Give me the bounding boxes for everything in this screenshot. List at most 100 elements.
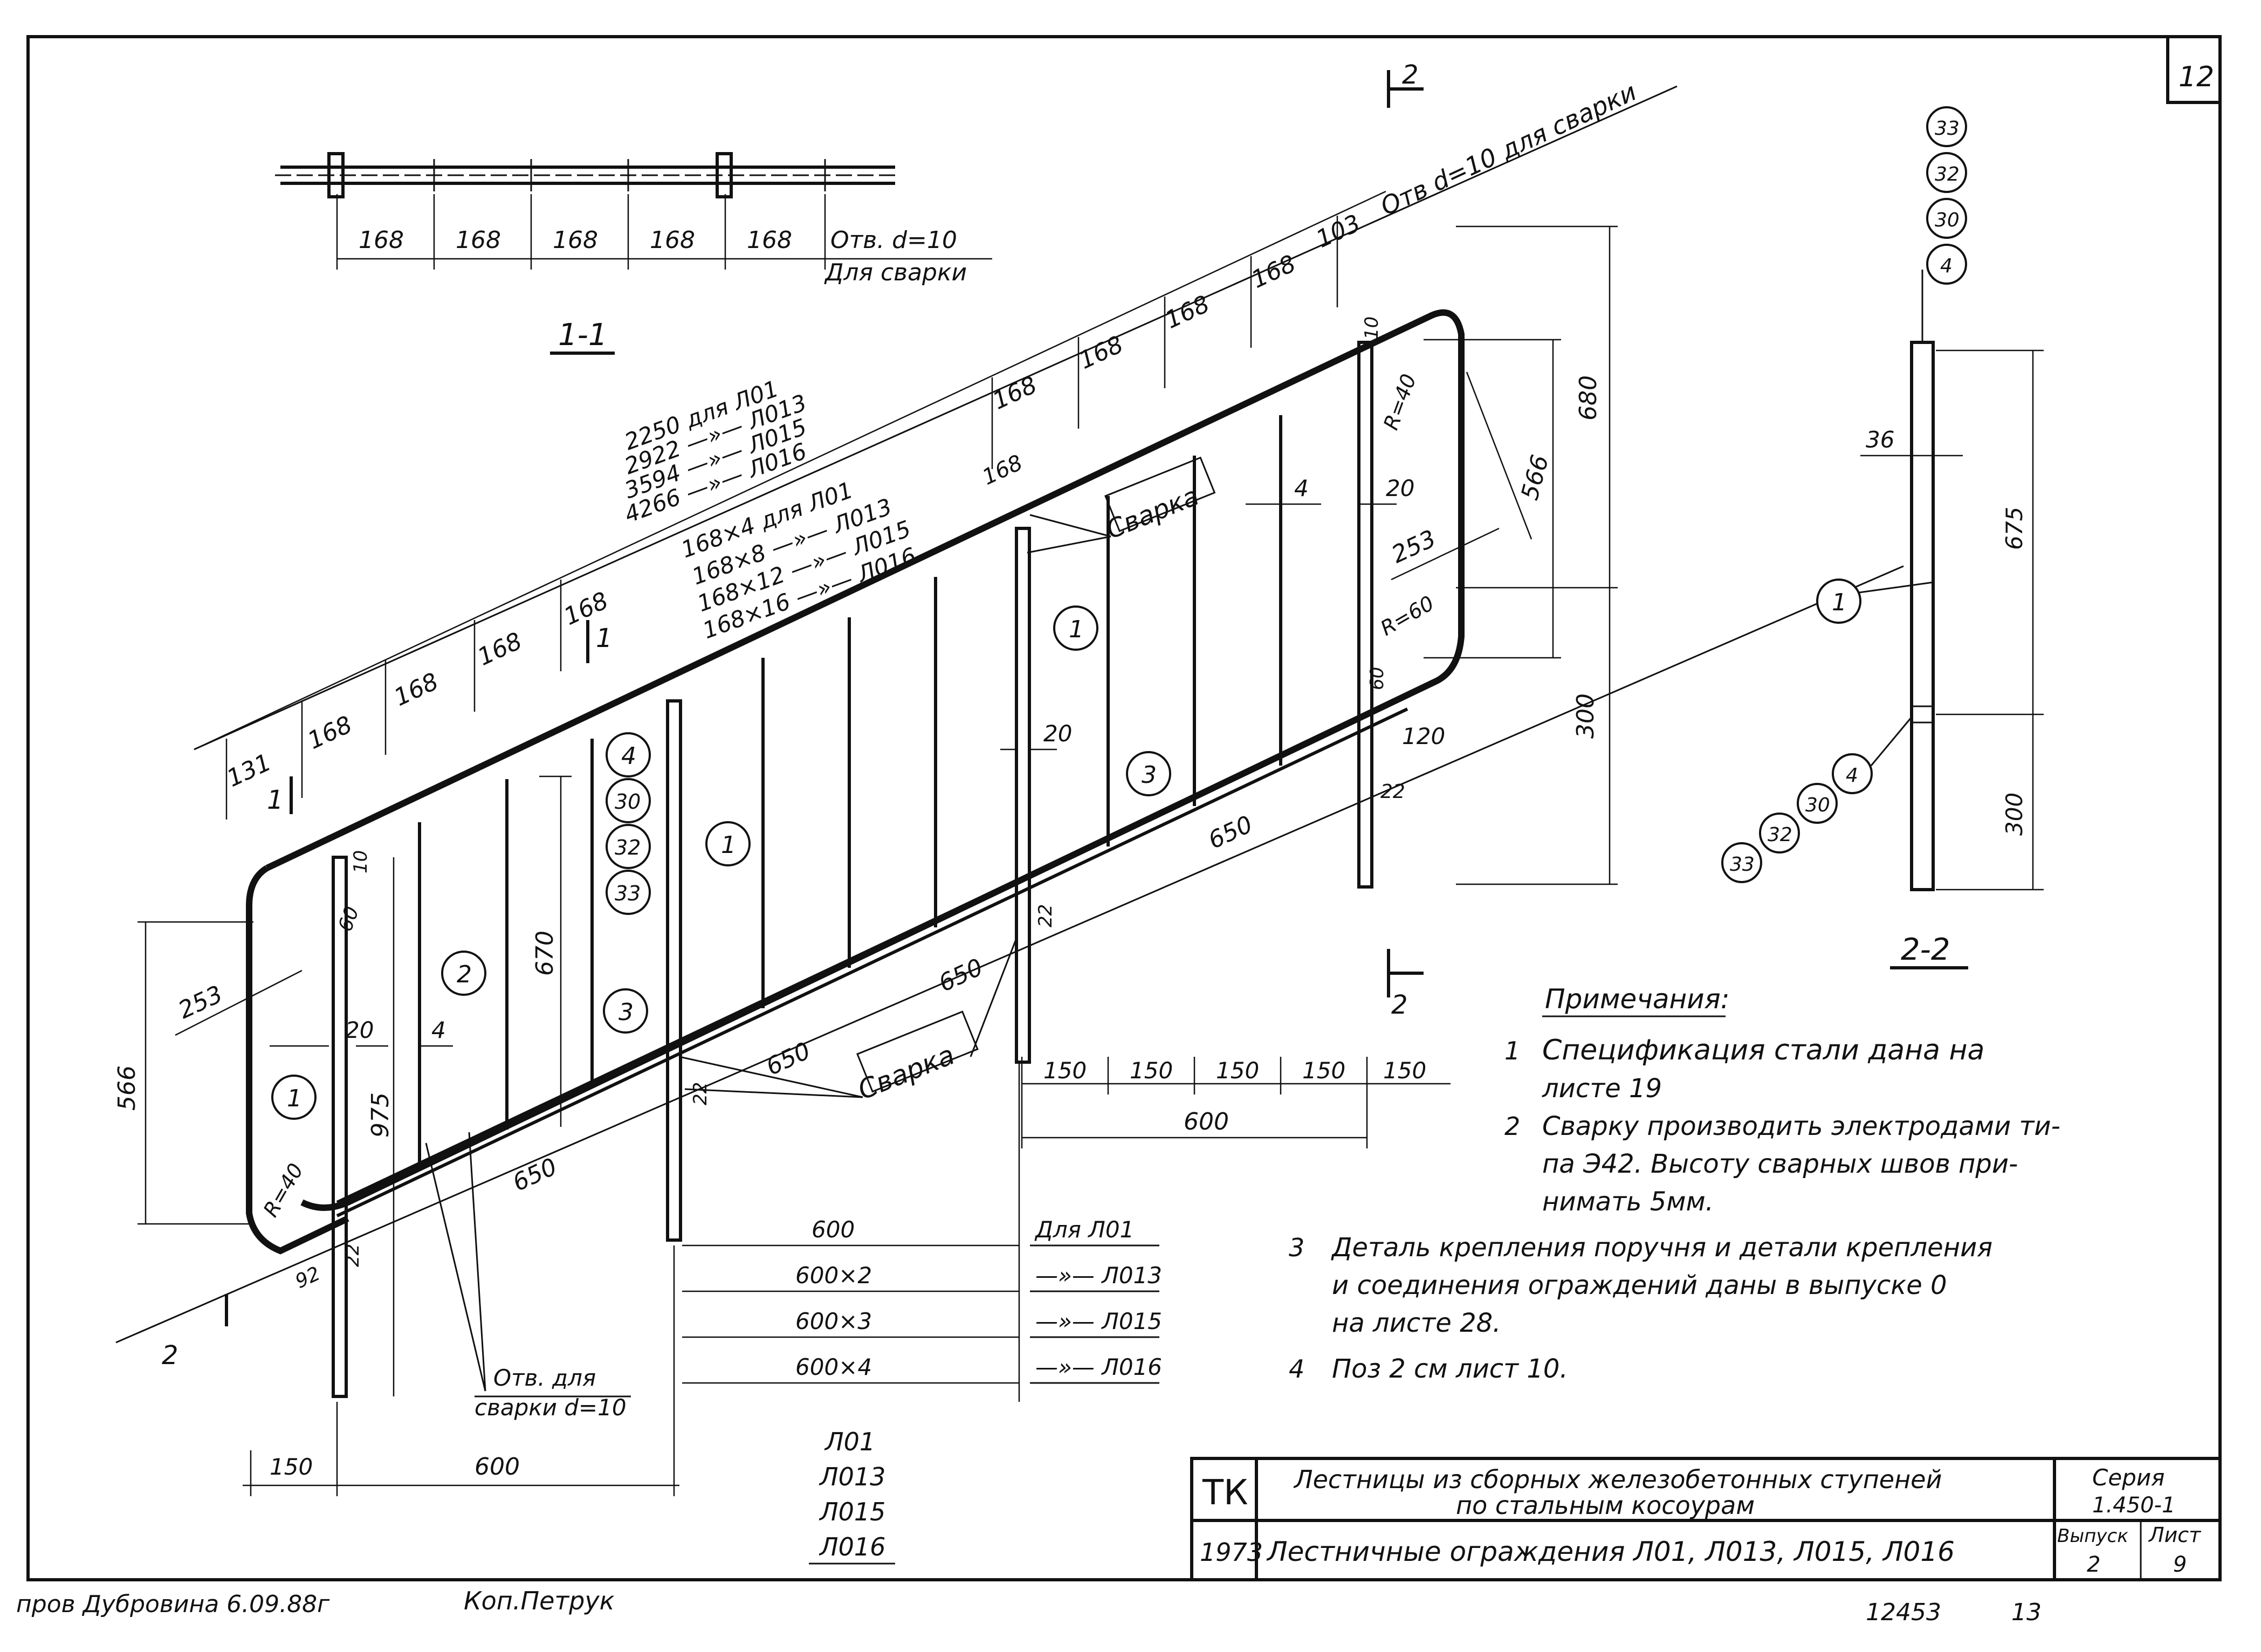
bubble-pos-30: 30 <box>606 778 651 823</box>
dim-10-right: 10 <box>1361 316 1383 340</box>
section-mark-2-right: 2 <box>1391 990 1408 1020</box>
dim-168-a: 168 <box>304 711 356 755</box>
bubble-pos-3-a-label: 3 <box>618 999 634 1026</box>
bubble-pos-4: 4 <box>606 732 651 777</box>
sheet-label: Лист <box>2148 1523 2202 1547</box>
side-bubble-30-top: 30 <box>1926 198 1967 239</box>
bubble-pos-1-b: 1 <box>705 821 751 866</box>
side-bubble-33-bottom-label: 33 <box>1730 853 1755 876</box>
top-dim-2: 168 <box>456 226 501 254</box>
bubble-pos-2: 2 <box>441 951 486 996</box>
dim-253-left: 253 <box>174 980 227 1024</box>
top-detail <box>275 152 992 270</box>
section-mark-1-top: 1 <box>596 623 613 653</box>
dim-4-right: 4 <box>1294 475 1309 501</box>
dim-566-left: 566 <box>113 1065 141 1111</box>
post-spacing-4: 150 <box>1302 1057 1345 1084</box>
side-bubble-1: 1 <box>1816 579 1861 624</box>
dim-680: 680 <box>1575 375 1602 421</box>
bubble-pos-3-b-label: 3 <box>1142 761 1157 789</box>
post-dim-3: 600×3 <box>795 1308 872 1334</box>
side-bubble-4-top-label: 4 <box>1940 255 1953 277</box>
side-bubble-4-bottom-label: 4 <box>1846 765 1858 787</box>
dim-4-left: 4 <box>431 1017 446 1043</box>
title-org: ТК <box>1202 1473 1248 1513</box>
bubble-pos-1-a: 1 <box>271 1075 317 1120</box>
dim-300-right: 300 <box>1572 693 1599 739</box>
post-dim-4: 600×4 <box>795 1354 872 1380</box>
sheet-value: 9 <box>2173 1552 2187 1577</box>
posts <box>332 341 1373 1398</box>
post-dim-1: 600 <box>812 1216 855 1243</box>
mark-l013: Л013 <box>819 1462 885 1491</box>
side-bubble-33-top-label: 33 <box>1935 118 1960 140</box>
bubble-pos-3-a: 3 <box>603 988 648 1034</box>
side-bubble-32-bottom: 32 <box>1759 813 1800 853</box>
bubble-pos-1-c-label: 1 <box>1069 616 1084 643</box>
post-label-3: —»— Л015 <box>1035 1308 1162 1334</box>
section-1-1-label: 1-1 <box>558 318 607 353</box>
dim-120-right: 120 <box>1402 723 1445 749</box>
bubble-pos-1-b-label: 1 <box>721 831 736 859</box>
dim-975: 975 <box>367 1092 394 1138</box>
note-3-line-1: Деталь крепления поручня и детали крепле… <box>1331 1233 1992 1263</box>
side-bubble-30-bottom: 30 <box>1797 783 1838 824</box>
dim-60-left: 60 <box>334 904 363 934</box>
dim-253-right: 253 <box>1387 525 1440 569</box>
side-bubble-32-top: 32 <box>1926 152 1967 193</box>
dim-168-f: 168 <box>1075 331 1128 375</box>
bubble-pos-2-label: 2 <box>457 961 472 988</box>
bottom-dim-150: 150 <box>270 1454 313 1480</box>
issue-label: Выпуск <box>2057 1525 2128 1547</box>
top-hole-note-2: Для сварки <box>824 259 967 286</box>
bubble-pos-32-label: 32 <box>615 836 641 859</box>
bubble-pos-33: 33 <box>606 870 651 915</box>
post-dim-2: 600×2 <box>795 1262 872 1289</box>
title-year: 1973 <box>1200 1538 1263 1567</box>
bottom-dims <box>243 1245 679 1496</box>
bubble-pos-4-label: 4 <box>621 742 636 770</box>
top-hole-note-1: Отв. d=10 <box>830 226 957 254</box>
side-bubble-4-top: 4 <box>1926 244 1967 285</box>
dim-168-i: 168 <box>979 450 1027 490</box>
footer-number: 12453 <box>1866 1599 1941 1626</box>
dim-650-b: 650 <box>762 1037 815 1081</box>
side-bubble-33-bottom: 33 <box>1721 842 1762 883</box>
post-spacing-dims <box>1021 1057 1451 1148</box>
note-3-line-3: на листе 28. <box>1332 1308 1501 1338</box>
post-spacing-5: 150 <box>1383 1057 1426 1084</box>
top-dimension-line <box>194 190 1386 820</box>
side-bubble-30-bottom-label: 30 <box>1805 794 1830 816</box>
radius-right-40: R=40 <box>1379 371 1421 433</box>
footer-page: 13 <box>2011 1599 2042 1626</box>
hole-note-bottom-1: Отв. для <box>493 1365 596 1391</box>
note-3-num: 3 <box>1289 1233 1304 1262</box>
radius-right-60: R=60 <box>1377 591 1438 640</box>
dim-566-right: 566 <box>1516 452 1554 503</box>
bubble-pos-33-label: 33 <box>615 882 641 905</box>
post-total-600: 600 <box>1184 1108 1229 1135</box>
note-4-num: 4 <box>1289 1354 1304 1383</box>
note-4-line-1: Поз 2 см лист 10. <box>1332 1354 1568 1384</box>
dim-650-c: 650 <box>934 953 987 997</box>
side-bubble-32-top-label: 32 <box>1935 163 1960 185</box>
top-dim-1: 168 <box>359 226 404 254</box>
note-2-line-2: па Э42. Высоту сварных швов при- <box>1542 1149 2018 1179</box>
side-bubble-33-top: 33 <box>1926 106 1967 147</box>
post-spacing-3: 150 <box>1216 1057 1259 1084</box>
right-dims <box>1246 225 1618 885</box>
series-label: Серия <box>2092 1464 2164 1491</box>
bottom-dim-600: 600 <box>475 1453 520 1481</box>
dim-92: 92 <box>292 1263 324 1293</box>
side-dim-36: 36 <box>1866 426 1894 453</box>
note-3-line-2: и соединения ограждений даны в выпуске 0 <box>1332 1270 1947 1300</box>
dim-60-right: 60 <box>1366 667 1388 690</box>
side-bubble-30-top-label: 30 <box>1935 209 1960 231</box>
dim-22-right: 22 <box>1380 781 1405 803</box>
balusters <box>418 415 1282 1170</box>
note-1-num: 1 <box>1504 1036 1520 1065</box>
side-bubble-32-bottom-label: 32 <box>1768 824 1792 846</box>
dim-650-d: 650 <box>1204 810 1257 855</box>
side-view <box>1854 270 2044 891</box>
bubble-pos-3-b: 3 <box>1126 751 1171 796</box>
